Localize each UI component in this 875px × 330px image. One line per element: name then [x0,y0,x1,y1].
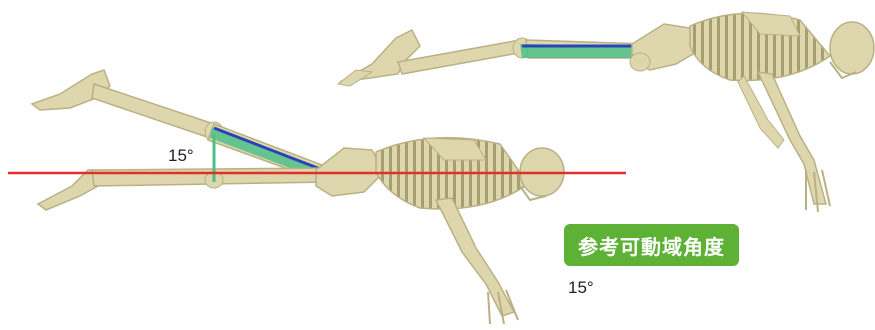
bottom-arm [436,198,514,316]
angle-label: 15° [168,146,194,166]
bottom-resting-foot [38,170,100,210]
bottom-skeleton [32,70,564,324]
top-skull [830,22,874,74]
reference-range-badge: 参考可動域角度 [564,224,739,266]
bottom-raised-lower-leg [92,84,214,138]
reference-range-value: 15° [568,278,594,298]
bottom-muscle-line [214,128,328,172]
